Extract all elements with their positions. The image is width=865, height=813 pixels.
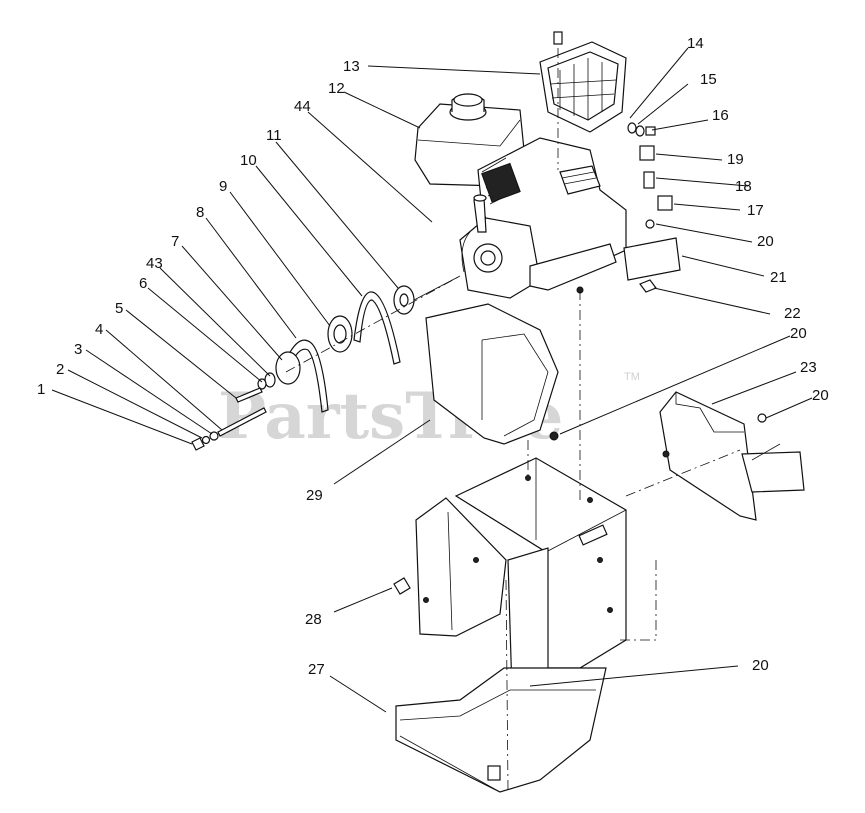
drive-parts: [191, 275, 461, 451]
callout-20-frame: 20: [812, 387, 829, 404]
callout-18: 18: [735, 178, 752, 195]
callout-5: 5: [115, 300, 123, 317]
housing: [393, 457, 627, 694]
callout-23: 23: [800, 359, 817, 376]
callout-9: 9: [219, 178, 227, 195]
callout-14: 14: [687, 35, 704, 52]
callout-15: 15: [700, 71, 717, 88]
callout-12: 12: [328, 80, 345, 97]
frame-23: [659, 391, 805, 521]
decals: [623, 145, 681, 281]
guard-27: [395, 667, 607, 793]
callout-labels: 1 2 3 4 5 6 43 7 8 9 10 11 44 12 13 14 1…: [37, 35, 829, 678]
callout-29: 29: [306, 487, 323, 504]
callout-20-bottom: 20: [752, 657, 769, 674]
callout-17: 17: [747, 202, 764, 219]
callout-16: 16: [712, 107, 729, 124]
callout-10: 10: [240, 152, 257, 169]
alignment-lines: [285, 275, 741, 791]
callout-3: 3: [74, 341, 82, 358]
belt-cover-29: [425, 303, 559, 445]
callout-20-engine: 20: [757, 233, 774, 250]
leader-lines: [51, 47, 813, 713]
callout-8: 8: [196, 204, 204, 221]
engine: [414, 93, 627, 299]
callout-21: 21: [770, 269, 787, 286]
callout-20-cover: 20: [790, 325, 807, 342]
callout-43: 43: [146, 255, 163, 272]
callout-11: 11: [266, 127, 282, 144]
callout-7: 7: [171, 233, 179, 250]
callout-6: 6: [139, 275, 147, 292]
callout-1: 1: [37, 381, 45, 398]
callout-13: 13: [343, 58, 360, 75]
hardware-14-16: [627, 122, 656, 137]
callout-27: 27: [308, 661, 325, 678]
callout-44: 44: [294, 98, 311, 115]
callout-22: 22: [784, 305, 801, 322]
watermark-trademark: TM: [624, 371, 640, 383]
engine-bolts: [639, 219, 657, 293]
callout-2: 2: [56, 361, 64, 378]
callout-4: 4: [95, 321, 103, 338]
callout-19: 19: [727, 151, 744, 168]
guard-13: [539, 31, 627, 170]
callout-28: 28: [305, 611, 322, 628]
